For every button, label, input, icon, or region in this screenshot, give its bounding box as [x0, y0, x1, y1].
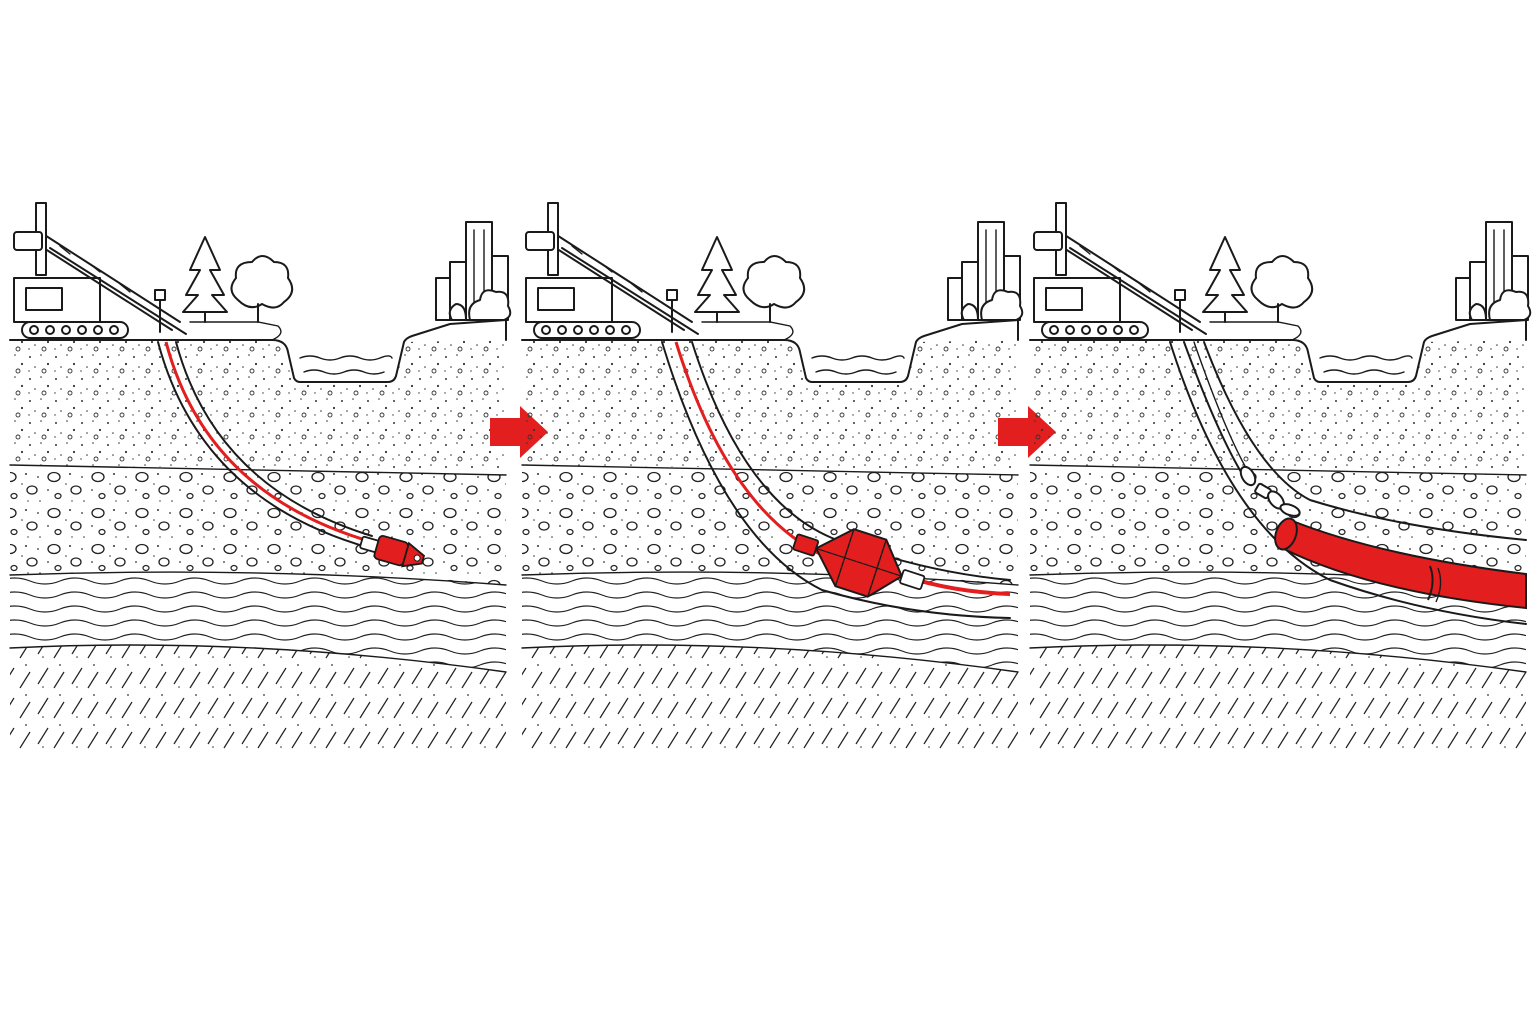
- scenery: [1202, 221, 1532, 323]
- panel-pipe-pullback: [1029, 202, 1532, 751]
- reamer-icon: [792, 528, 926, 598]
- swivel-chain-icon: [1239, 465, 1301, 517]
- drilling-rig-icon: [525, 202, 699, 339]
- panel-reaming: [521, 202, 1024, 751]
- panel-pilot-bore: [9, 202, 512, 751]
- soil-layers: [521, 339, 1019, 751]
- pull-cable: [1183, 341, 1247, 481]
- drill-bit-icon: [359, 534, 426, 568]
- drill-string: [164, 341, 373, 544]
- scenery: [182, 221, 512, 323]
- soil-layers: [9, 339, 507, 751]
- drilling-rig-icon: [13, 202, 187, 339]
- pipe-icon: [1274, 517, 1527, 610]
- scenery: [694, 221, 1024, 323]
- drilling-rig-icon: [1033, 202, 1207, 339]
